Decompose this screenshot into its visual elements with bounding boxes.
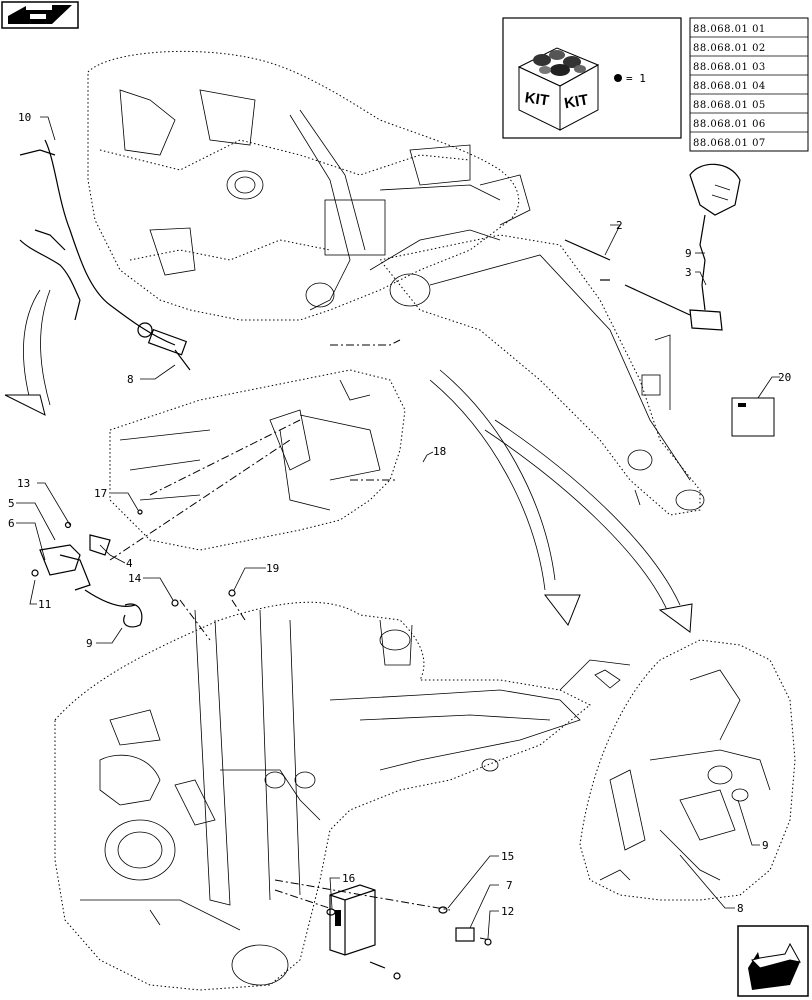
kit-label-right: KIT — [563, 91, 590, 112]
view-arrow — [429, 369, 581, 627]
callout-18: 18 — [433, 445, 446, 458]
kit-box: KIT KIT = 1 — [502, 17, 682, 139]
kit-legend: = 1 — [626, 72, 646, 85]
callout-13: 13 — [17, 477, 30, 490]
callout-19: 19 — [266, 562, 279, 575]
callout-2: 2 — [616, 219, 623, 232]
reference-table: 88.068.01 01 88.068.01 02 88.068.01 03 8… — [689, 17, 809, 152]
kit-label-left: KIT — [524, 89, 550, 109]
reference-link[interactable]: 88.068.01 01 — [693, 24, 766, 35]
callout-9: 9 — [86, 637, 93, 650]
reference-link[interactable]: 88.068.01 07 — [693, 138, 766, 149]
relay-part — [326, 906, 492, 980]
callout-15: 15 — [501, 850, 514, 863]
reference-link[interactable]: 88.068.01 05 — [693, 100, 766, 111]
reference-link[interactable]: 88.068.01 02 — [693, 43, 766, 54]
callout-3: 3 — [685, 266, 692, 279]
callout-6: 6 — [8, 517, 15, 530]
mid-detail-view — [109, 369, 406, 551]
decal-card — [731, 397, 775, 437]
view-arrow — [4, 289, 51, 416]
callout-16: 16 — [342, 872, 355, 885]
joystick-assembly — [564, 163, 741, 331]
callout-8: 8 — [127, 373, 134, 386]
callout-5: 5 — [8, 497, 15, 510]
control-module — [329, 884, 386, 969]
callout-11: 11 — [38, 598, 51, 611]
callout-14: 14 — [128, 572, 142, 585]
callout-labels: 10 8 2 9 3 20 18 13 5 6 17 4 14 19 11 9 … — [8, 111, 791, 918]
kit-bullet-icon — [614, 74, 622, 82]
page-back-icon[interactable] — [1, 1, 79, 29]
callout-17: 17 — [94, 487, 107, 500]
connection-lines — [109, 339, 491, 941]
callout-9: 9 — [762, 839, 769, 852]
reference-link[interactable]: 88.068.01 04 — [693, 81, 766, 92]
callout-4: 4 — [126, 557, 133, 570]
callout-8: 8 — [737, 902, 744, 915]
leader-lines — [16, 116, 780, 939]
callout-10: 10 — [18, 111, 31, 124]
bracket-parts — [31, 509, 236, 628]
tractor-upper-body — [87, 50, 531, 321]
side-detail-view — [579, 639, 796, 901]
page-forward-icon[interactable] — [737, 925, 809, 997]
callout-7: 7 — [506, 879, 513, 892]
reference-link[interactable]: 88.068.01 03 — [693, 62, 766, 73]
callout-9: 9 — [685, 247, 692, 260]
callout-12: 12 — [501, 905, 514, 918]
callout-20: 20 — [778, 371, 791, 384]
loader-arm-upper — [379, 234, 705, 516]
wiring-harness-10 — [19, 139, 191, 371]
view-arrow — [484, 419, 693, 633]
kit-cube-icon: KIT KIT — [517, 47, 600, 131]
reference-link[interactable]: 88.068.01 06 — [693, 119, 766, 130]
tractor-lower-body — [54, 601, 631, 991]
